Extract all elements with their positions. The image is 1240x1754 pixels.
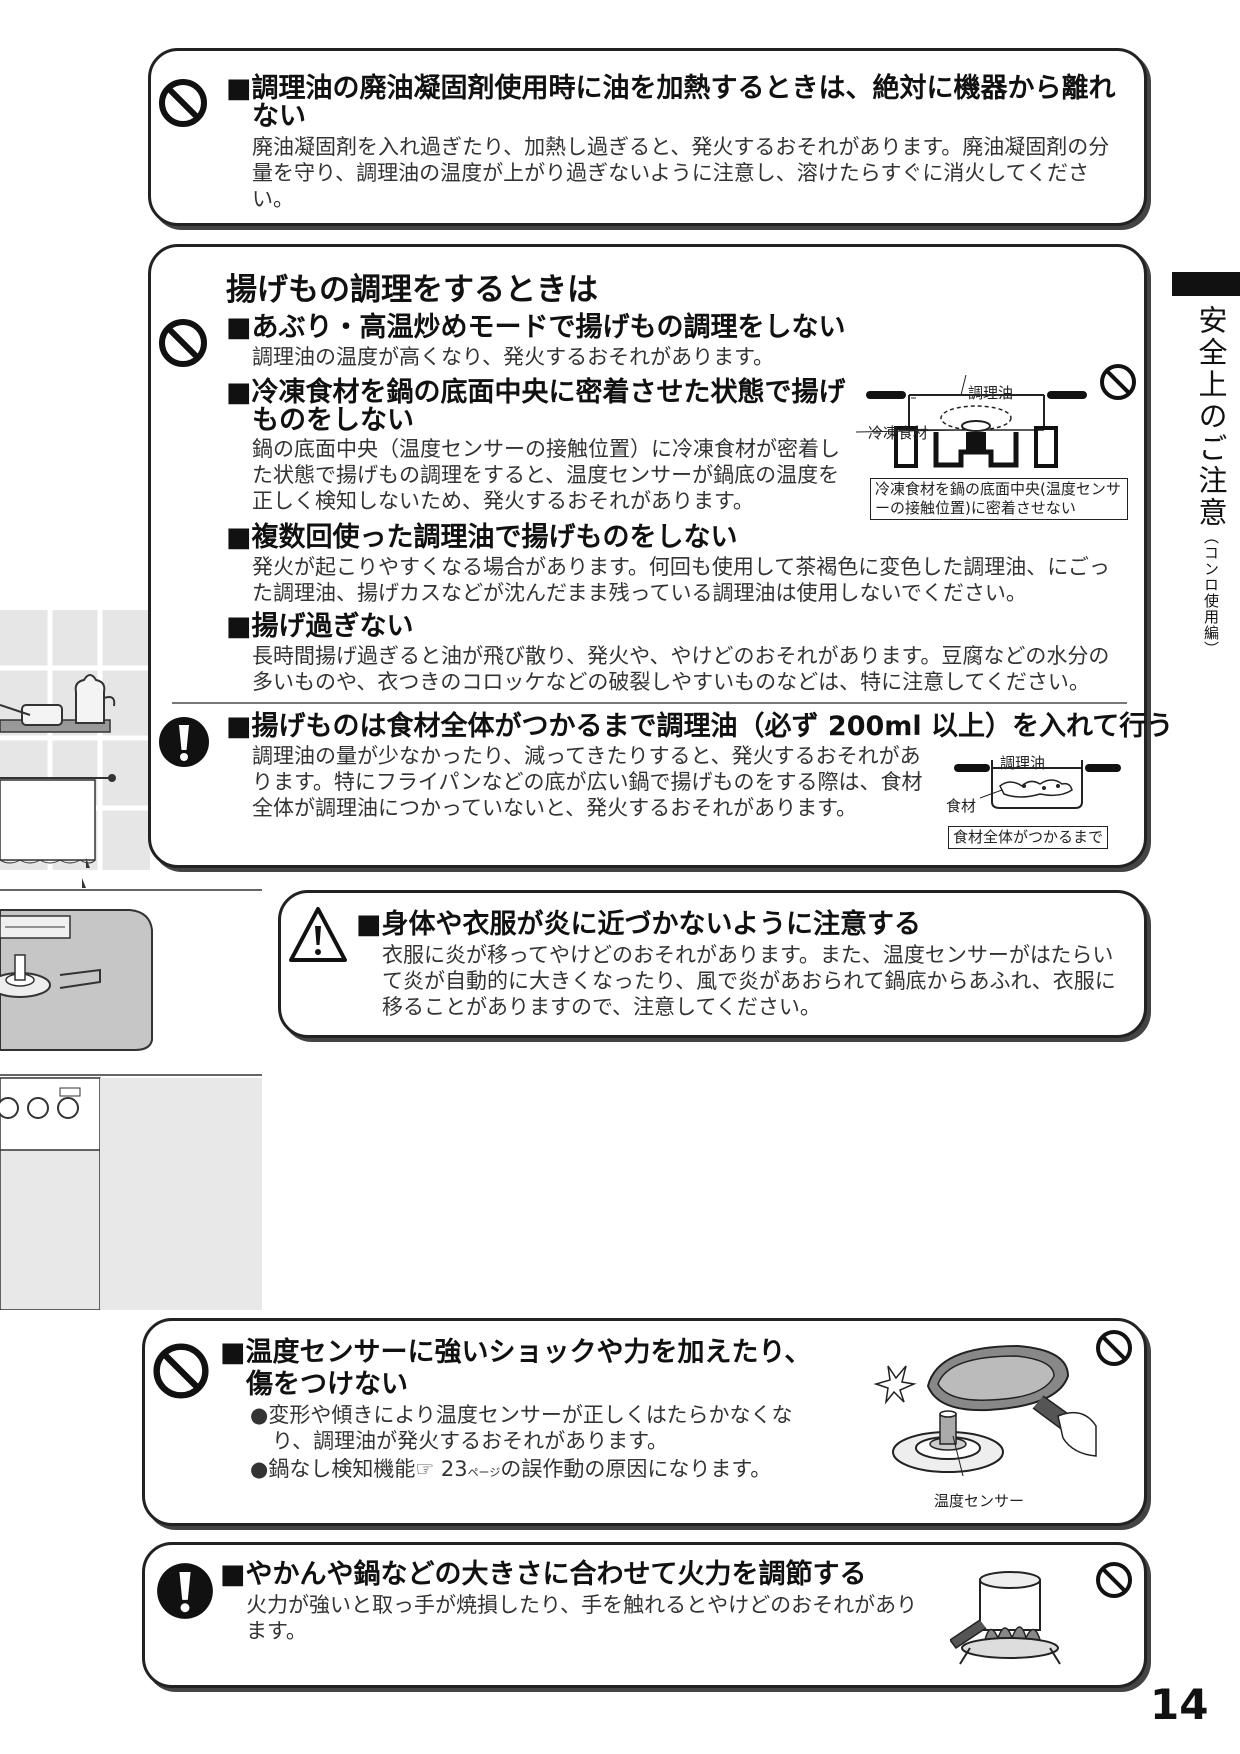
box1-heading-line2: ない: [252, 101, 306, 132]
side-tab-sub: （コンロ使用編）: [1202, 529, 1220, 657]
box4-heading-line1: ■温度センサーに強いショックや力を加えたり、: [220, 1337, 812, 1368]
prohibition-icon: [1096, 1330, 1132, 1366]
box4-bullet1-line2: り、調理油が発火するおそれがあります。: [272, 1429, 669, 1453]
fig2-label-oil: 調理油: [1000, 754, 1046, 772]
box2-item2-body: 鍋の底面中央（温度センサーの接触位置）に冷凍食材が密着した状態で揚げもの調理をす…: [252, 437, 840, 513]
oil-covering-food-figure: [954, 760, 1121, 809]
prohibition-icon: [153, 1343, 209, 1399]
box5-body: 火力が強いと取っ手が焼損したり、手を触れるとやけどのおそれがあります。: [246, 1593, 918, 1643]
box2-item1-body: 調理油の温度が高くなり、発火するおそれがあります。: [252, 345, 775, 369]
side-tab-main: 安全上のご注意: [1194, 305, 1228, 529]
fig2-caption: 食材全体がつかるまで: [948, 826, 1109, 849]
prohibition-icon: [159, 319, 207, 367]
box2-item2-heading-line2: ものをしない: [252, 405, 414, 436]
box2-item2-heading-line1: ■冷凍食材を鍋の底面中央に密着させた状態で揚げ: [226, 377, 846, 408]
box2-item4-heading: ■揚げ過ぎない: [226, 611, 414, 642]
prohibition-icon: [159, 79, 207, 127]
box4-bullet2-unit: ページ: [467, 1466, 501, 1479]
box3-heading: ■身体や衣服が炎に近づかないように注意する: [356, 909, 921, 940]
box4-bullet2-post: の誤作動の原因になります。: [500, 1457, 772, 1481]
box2-item5-body: 調理油の量が少なかったり、減ってきたりすると、発火するおそれがあります。特にフラ…: [252, 744, 923, 820]
box4-bullet2-pre: ●鍋なし検知機能: [250, 1457, 416, 1481]
fig1-label-oil: 調理油: [968, 384, 1014, 402]
page-number: 14: [1150, 1680, 1209, 1729]
box1-heading-line1: ■調理油の廃油凝固剤使用時に油を加熱するときは、絶対に機器から離れ: [226, 73, 1116, 104]
exclamation-icon: [159, 717, 209, 767]
fig1-label-frozen: 冷凍食材: [868, 424, 929, 442]
kettle-flame-figure: [950, 1571, 1061, 1665]
box2-item3-body: 発火が起こりやすくなる場合があります。何回も使用して茶褐色に変色した調理油、にご…: [252, 555, 1110, 605]
prohibition-icon: [1100, 364, 1136, 400]
box4-bullet2: ●鍋なし検知機能☞ 23ページの誤作動の原因になります。: [250, 1456, 771, 1486]
fig-sensor-label: 温度センサー: [934, 1492, 1025, 1510]
box4-bullet1-line1: ●変形や傾きにより温度センサーが正しくはたらかなくな: [250, 1403, 793, 1427]
box2-item3-heading: ■複数回使った調理油で揚げものをしない: [226, 522, 738, 553]
warning-box-oil-solidifier: [148, 48, 1147, 226]
side-tab-label: 安全上のご注意（コンロ使用編）: [1176, 305, 1232, 657]
exclamation-icon: [157, 1563, 213, 1619]
page-reference-link[interactable]: ☞ 23: [415, 1457, 468, 1481]
box2-item1-heading: ■あぶり・高温炒めモードで揚げもの調理をしない: [226, 312, 846, 343]
box2-title: 揚げもの調理をするときは: [226, 272, 598, 308]
kitchen-background-illustration: [0, 610, 262, 1310]
box1-body: 廃油凝固剤を入れ過ぎたり、加熱し過ぎると、発火するおそれがあります。廃油凝固剤の…: [252, 135, 1110, 211]
box4-heading-line2: 傷をつけない: [246, 1369, 408, 1400]
box5-heading: ■やかんや鍋などの大きさに合わせて火力を調節する: [220, 1559, 867, 1590]
caution-box-clothes-flame: [278, 890, 1147, 1038]
prohibition-icon: [1096, 1562, 1132, 1598]
fig2-label-food: 食材: [946, 797, 977, 815]
box2-item5-heading: ■揚げものは食材全体がつかるまで調理油（必ず 200ml 以上）を入れて行う: [226, 711, 1174, 742]
box2-item4-body: 長時間揚げ過ぎると油が飛び散り、発火や、やけどのおそれがあります。豆腐などの水分…: [252, 644, 1110, 694]
side-tab-marker: [1172, 272, 1240, 296]
frozen-food-pot-figure: [856, 374, 1087, 468]
box2-divider: [172, 702, 1127, 704]
fig1-caption: 冷凍食材を鍋の底面中央(温度センサーの接触位置)に密着させない: [870, 478, 1128, 520]
sensor-impact-figure: [873, 1344, 1097, 1477]
box3-body: 衣服に炎が移ってやけどのおそれがあります。また、温度センサーがはたらいて炎が自動…: [382, 943, 1116, 1019]
warning-triangle-icon: [289, 907, 347, 962]
